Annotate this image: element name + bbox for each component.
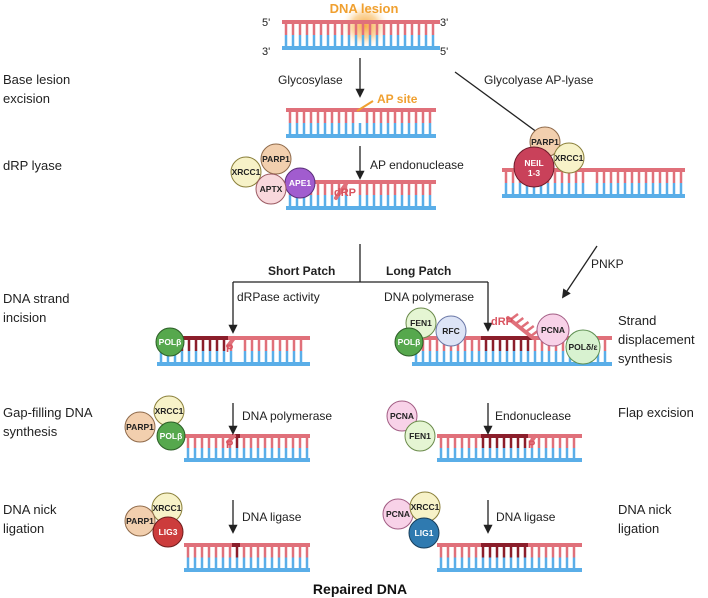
ap-site-label: AP site xyxy=(377,92,418,106)
p-flap-gap xyxy=(226,434,236,444)
step-drpase: dRPase activity xyxy=(237,290,320,304)
svg-text:PARP1: PARP1 xyxy=(531,137,559,147)
stage-strand-displacement-1: Strand xyxy=(618,313,656,328)
stage-strand-incision-1: DNA strand xyxy=(3,291,69,306)
step-dna-polymerase-short: DNA polymerase xyxy=(242,409,332,423)
step-dna-ligase-long: DNA ligase xyxy=(496,510,556,524)
svg-text:PARP1: PARP1 xyxy=(126,516,154,526)
svg-text:PCNA: PCNA xyxy=(386,509,410,519)
p-label-gap-filling: P xyxy=(226,439,233,451)
stage-base-lesion-2: excision xyxy=(3,91,50,106)
stage-nick-ligation-2: ligation xyxy=(3,521,44,536)
diagram-title: Repaired DNA xyxy=(313,581,407,597)
svg-text:FEN1: FEN1 xyxy=(409,431,431,441)
step-long-patch: Long Patch xyxy=(386,264,451,278)
stage-strand-incision-2: incision xyxy=(3,310,46,325)
p-label-short-incision: P xyxy=(226,343,233,355)
svg-text:LIG1: LIG1 xyxy=(415,528,434,538)
protein-xrcc1-lyase: XRCC1 xyxy=(230,156,262,188)
protein-lig1: LIG1 xyxy=(408,517,440,549)
protein-parp1-gap: PARP1 xyxy=(124,411,156,443)
stage-strand-displacement-3: synthesis xyxy=(618,351,673,366)
p-flap-excision xyxy=(529,434,537,444)
step-endonuclease: Endonuclease xyxy=(495,409,571,423)
displaced-flap-tooth xyxy=(514,317,524,325)
protein-polb-long: POLβ xyxy=(394,327,424,357)
svg-text:PARP1: PARP1 xyxy=(126,422,154,432)
stage-base-lesion-1: Base lesion xyxy=(3,72,70,87)
svg-text:LIG3: LIG3 xyxy=(159,527,178,537)
svg-text:XRCC1: XRCC1 xyxy=(555,153,584,163)
drp-flap-lyase xyxy=(334,182,348,200)
protein-pold: POLδ/ε xyxy=(565,329,601,365)
protein-polb-gap: POLβ xyxy=(156,421,186,451)
protein-xrcc1-gap: XRCC1 xyxy=(153,395,185,427)
displaced-flap-tooth xyxy=(519,321,530,329)
svg-text:POLβ: POLβ xyxy=(398,337,421,347)
three-prime-top: 3' xyxy=(440,17,448,29)
protein-parp1-ligation: PARP1 xyxy=(124,505,156,537)
protein-polb-incision: POLβ xyxy=(155,327,185,357)
protein-aptx-lyase: APTX xyxy=(255,173,287,205)
svg-text:APE1: APE1 xyxy=(289,178,311,188)
step-dna-ligase-short: DNA ligase xyxy=(242,510,302,524)
step-glycolyase: Glycolyase AP-lyase xyxy=(484,73,594,87)
p-flap-short-incision xyxy=(226,336,236,348)
step-glycosylase: Glycosylase xyxy=(278,73,343,87)
arrow-pnkp xyxy=(561,245,598,299)
step-dna-polymerase-long: DNA polymerase xyxy=(384,290,474,304)
stage-nick-ligation-right-1: DNA nick xyxy=(618,502,672,517)
step-pnkp: PNKP xyxy=(591,257,624,271)
stage-flap-excision: Flap excision xyxy=(618,405,694,420)
p-label-flap: P xyxy=(528,439,535,451)
three-prime-bottom: 3' xyxy=(262,46,270,58)
protein-fen1-flap: FEN1 xyxy=(404,420,436,452)
protein-ape1-lyase: APE1 xyxy=(284,167,316,199)
svg-text:XRCC1: XRCC1 xyxy=(155,406,184,416)
stage-strand-displacement-2: displacement xyxy=(618,332,695,347)
svg-text:XRCC1: XRCC1 xyxy=(411,502,440,512)
protein-pcna-long: PCNA xyxy=(536,313,570,347)
svg-text:POLδ/ε: POLδ/ε xyxy=(568,342,597,352)
dna-lesion-label: DNA lesion xyxy=(330,1,399,16)
svg-text:RFC: RFC xyxy=(442,326,459,336)
svg-text:PCNA: PCNA xyxy=(390,411,414,421)
stage-nick-ligation-1: DNA nick xyxy=(3,502,57,517)
svg-text:1-3: 1-3 xyxy=(528,168,541,178)
displaced-flap-tooth xyxy=(525,325,535,333)
arrow-glycolyase xyxy=(454,71,547,140)
svg-text:XRCC1: XRCC1 xyxy=(153,503,182,513)
protein-rfc-long: RFC xyxy=(435,315,467,347)
svg-text:PCNA: PCNA xyxy=(541,325,565,335)
protein-lig3: LIG3 xyxy=(152,516,184,548)
ap-site-pointer xyxy=(356,100,374,112)
stage-gap-filling-2: synthesis xyxy=(3,424,58,439)
svg-text:XRCC1: XRCC1 xyxy=(232,167,261,177)
svg-text:POLβ: POLβ xyxy=(160,431,183,441)
svg-text:FEN1: FEN1 xyxy=(410,318,432,328)
svg-text:APTX: APTX xyxy=(260,184,283,194)
protein-xrcc1-neil: XRCC1 xyxy=(553,142,585,174)
stage-nick-ligation-right-2: ligation xyxy=(618,521,659,536)
drp-label-long: dRP xyxy=(491,316,513,328)
stage-drp-lyase: dRP lyase xyxy=(3,158,62,173)
drp-label-lyase: dRP xyxy=(334,187,356,199)
five-prime-bottom: 5' xyxy=(440,46,448,58)
stage-gap-filling-1: Gap-filling DNA xyxy=(3,405,93,420)
step-short-patch: Short Patch xyxy=(268,264,335,278)
svg-text:POLβ: POLβ xyxy=(159,337,182,347)
svg-text:NEIL: NEIL xyxy=(524,158,543,168)
protein-parp1-lyase: PARP1 xyxy=(260,143,292,175)
protein-xrcc1-ligation-long: XRCC1 xyxy=(409,491,441,523)
protein-pcna-ligation: PCNA xyxy=(382,498,414,530)
svg-text:PARP1: PARP1 xyxy=(262,154,290,164)
step-ap-endonuclease: AP endonuclease xyxy=(370,158,464,172)
protein-pcna-flap: PCNA xyxy=(386,400,418,432)
displaced-flap-tooth xyxy=(509,313,519,321)
five-prime-top: 5' xyxy=(262,17,270,29)
protein-neil: NEIL 1-3 xyxy=(513,146,555,188)
